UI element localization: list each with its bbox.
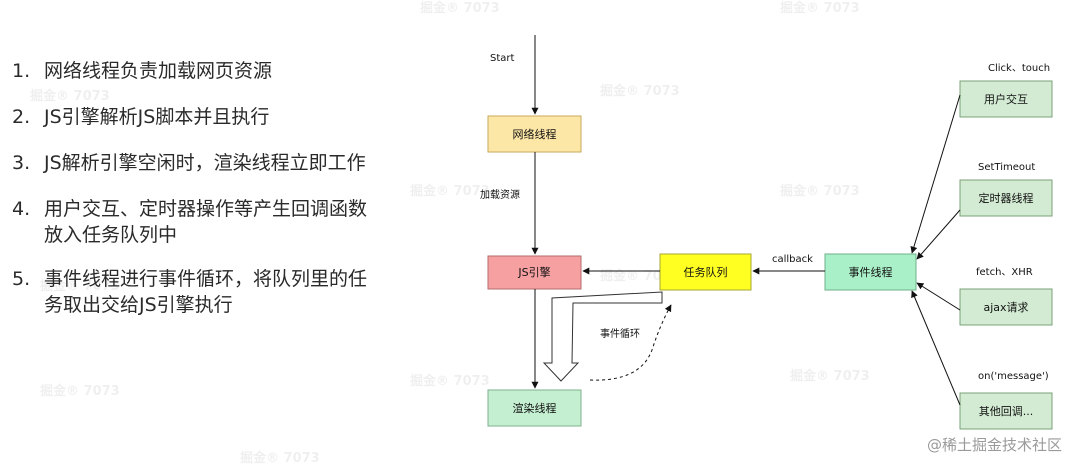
list-item: 5. 事件线程进行事件循环，将队列里的任务取出交给JS引擎执行	[12, 266, 432, 318]
watermark: 掘金® 7073	[240, 450, 320, 466]
render-thread-label: 渲染线程	[513, 401, 557, 415]
fetch-xhr-label: fetch、XHR	[976, 267, 1033, 278]
watermark: 掘金® 7073	[600, 83, 680, 99]
timer-thread-label: 定时器线程	[979, 191, 1034, 205]
watermark: 掘金® 7073	[30, 88, 110, 104]
click-touch-label: Click、touch	[988, 63, 1050, 74]
list-text-line: 放入任务队列中	[44, 224, 178, 246]
watermark: 掘金® 7073	[780, 0, 860, 16]
settimeout-label: SetTimeout	[978, 162, 1035, 173]
network-thread-label: 网络线程	[513, 127, 557, 141]
list-item: 4. 用户交互、定时器操作等产生回调函数放入任务队列中	[12, 196, 432, 248]
onmessage-label: on('message')	[978, 371, 1049, 382]
js-engine-box	[487, 255, 582, 290]
list-item: 2. JS引擎解析JS脚本并且执行	[12, 104, 432, 130]
list-item: 3. JS解析引擎空闲时，渲染线程立即工作	[12, 150, 432, 176]
task-queue-label: 任务队列	[684, 265, 728, 279]
event-loop-arrow	[542, 291, 663, 382]
list-number: 3.	[12, 152, 31, 174]
callback-label: callback	[772, 254, 813, 265]
list-text-line: 事件线程进行事件循环，将队列里的任	[44, 268, 368, 290]
timer-thread-box	[959, 179, 1053, 217]
timer-to-event-arrow	[916, 209, 961, 260]
start-label: Start	[490, 53, 515, 64]
task-queue-box	[659, 253, 752, 291]
list-text-line: 务取出交给JS引擎执行	[44, 294, 233, 316]
list-text-line: 用户交互、定时器操作等产生回调函数	[44, 198, 368, 220]
list-text: 网络线程负责加载网页资源	[44, 60, 273, 82]
ajax-request-label: ajax请求	[983, 301, 1028, 314]
list-number: 5.	[12, 268, 31, 290]
user-interaction-label: 用户交互	[984, 92, 1028, 106]
explanation-list: 1. 网络线程负责加载网页资源 2. JS引擎解析JS脚本并且执行 3. JS解析引擎…	[12, 58, 432, 338]
ajax-request-box	[959, 288, 1053, 326]
event-thread-box	[824, 253, 917, 291]
render-thread-box	[487, 389, 582, 427]
list-text: JS解析引擎空闲时，渲染线程立即工作	[44, 152, 366, 174]
watermarks: 掘金® 7073 掘金® 7073 掘金® 7073 掘金® 7073 掘金® …	[30, 0, 870, 466]
other-callbacks-box	[959, 392, 1053, 430]
watermark: 掘金® 7073	[780, 183, 860, 199]
watermark: 掘金® 7073	[410, 183, 490, 199]
watermark: 掘金® 7073	[790, 368, 870, 384]
list-number: 2.	[12, 106, 31, 128]
network-thread-box	[487, 115, 582, 153]
event-loop-label: 事件循环	[600, 327, 640, 340]
user-interaction-box	[959, 80, 1053, 118]
list-number: 1.	[12, 60, 31, 82]
load-resource-label: 加载资源	[480, 188, 520, 201]
watermark: 掘金® 7073	[420, 0, 500, 16]
js-engine-label: JS引擎	[517, 265, 550, 279]
list-number: 4.	[12, 198, 31, 220]
list-text: JS引擎解析JS脚本并且执行	[44, 106, 270, 128]
interaction-to-event-arrow	[910, 94, 961, 254]
event-loop-dashed-arrow	[589, 304, 672, 381]
list-item: 1. 网络线程负责加载网页资源	[12, 58, 432, 84]
watermark: 掘金® 7073	[40, 383, 120, 399]
ajax-to-event-arrow	[916, 282, 961, 311]
other-to-event-arrow	[911, 290, 961, 406]
other-callbacks-label: 其他回调...	[979, 405, 1034, 418]
event-thread-label: 事件线程	[849, 265, 893, 279]
watermark: 掘金® 7073	[40, 278, 120, 294]
credit-watermark: @稀土掘金技术社区	[926, 436, 1062, 454]
watermark: 掘金® 7073	[410, 373, 490, 389]
